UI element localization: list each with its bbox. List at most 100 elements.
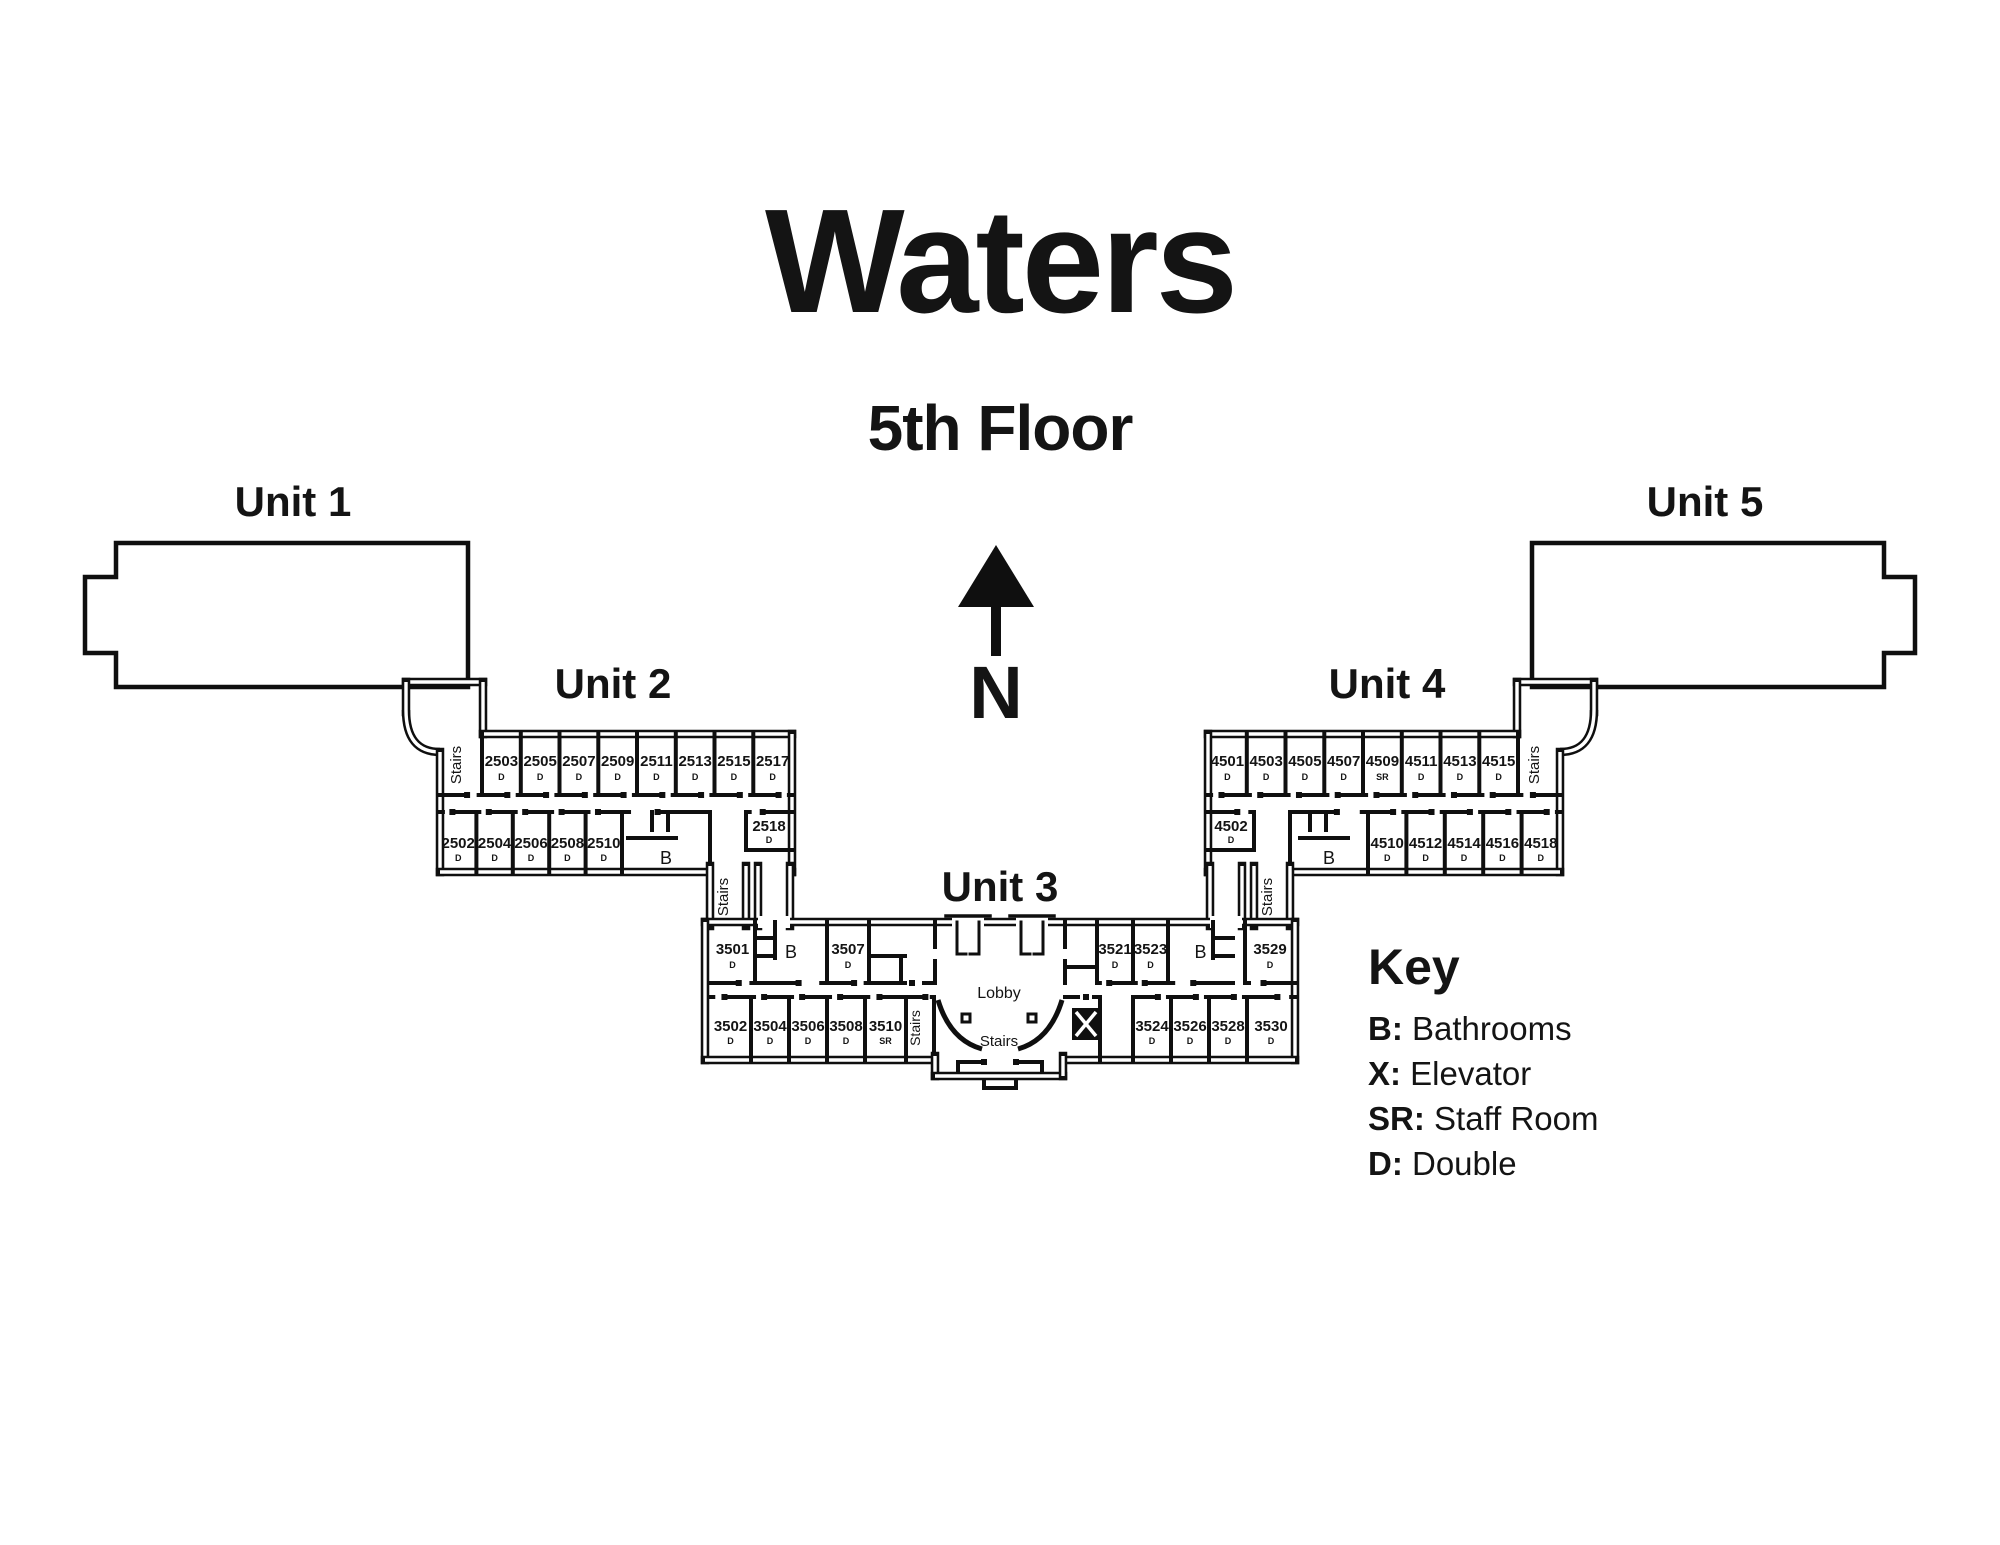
stairs-label: Stairs — [1526, 746, 1543, 784]
door-jamb — [1234, 809, 1241, 815]
bathroom-label: B — [660, 848, 672, 868]
room-tag-2518: D — [766, 835, 773, 845]
door-jamb — [1333, 809, 1340, 815]
door-jamb — [1489, 792, 1496, 798]
key-meaning: Elevator — [1410, 1055, 1532, 1092]
key-meaning: Bathrooms — [1412, 1010, 1572, 1047]
room-number-3526: 3526 — [1173, 1018, 1206, 1035]
room-tag-2507: D — [576, 772, 583, 782]
room-tag-4513: D — [1457, 772, 1464, 782]
door-jamb — [698, 792, 705, 798]
room-number-2518: 2518 — [752, 818, 785, 835]
room-number-2506: 2506 — [514, 835, 547, 852]
room-tag-3504: D — [767, 1036, 774, 1046]
room-tag-2506: D — [528, 853, 535, 863]
room-number-2511: 2511 — [640, 753, 673, 770]
outer-wall-core — [404, 709, 441, 754]
room-tag-2503: D — [498, 772, 505, 782]
room-number-4510: 4510 — [1371, 835, 1404, 852]
wall-opening — [1016, 916, 1048, 928]
room-number-4509: 4509 — [1366, 753, 1399, 770]
key-abbr: D: — [1368, 1145, 1403, 1182]
lobby-label: Lobby — [977, 985, 1021, 1002]
room-tag-3506: D — [805, 1036, 812, 1046]
key-entry-staff-room: SR: Staff Room — [1368, 1096, 1598, 1141]
door-jamb — [1260, 980, 1267, 986]
door-jamb — [558, 809, 565, 815]
key-entry-bathrooms: B: Bathrooms — [1368, 1006, 1598, 1051]
stairs-link-label: Stairs — [715, 878, 732, 916]
room-number-2513: 2513 — [678, 753, 711, 770]
room-number-4505: 4505 — [1288, 753, 1321, 770]
door-jamb — [851, 980, 858, 986]
room-number-4511: 4511 — [1405, 753, 1438, 770]
door-jamb — [1013, 1059, 1019, 1065]
room-tag-4510: D — [1384, 853, 1391, 863]
door-jamb — [1543, 809, 1550, 815]
key-legend: Key B: Bathrooms X: Elevator SR: Staff R… — [1368, 938, 1598, 1186]
door-jamb — [799, 994, 806, 1000]
room-number-3501: 3501 — [716, 941, 749, 958]
room-number-4501: 4501 — [1211, 753, 1244, 770]
room-tag-2515: D — [731, 772, 738, 782]
elevator-x-mark — [1074, 1010, 1098, 1038]
room-tag-2502: D — [455, 853, 462, 863]
room-number-3506: 3506 — [791, 1018, 824, 1035]
door-jamb — [736, 792, 743, 798]
outer-wall-core — [1559, 709, 1596, 754]
room-number-2502: 2502 — [442, 835, 475, 852]
room-tag-3529: D — [1267, 960, 1274, 970]
room-tag-2508: D — [564, 853, 571, 863]
room-tag-4516: D — [1499, 853, 1506, 863]
door-jamb — [1192, 994, 1199, 1000]
north-arrow-stem — [991, 600, 1001, 656]
door-jamb — [1274, 994, 1281, 1000]
door-jamb — [1412, 792, 1419, 798]
room-tag-4502: D — [1228, 835, 1235, 845]
room-number-4502: 4502 — [1214, 818, 1247, 835]
room-tag-3523: D — [1147, 960, 1154, 970]
room-tag-3508: D — [843, 1036, 850, 1046]
room-number-2515: 2515 — [717, 753, 750, 770]
door-jamb — [837, 994, 844, 1000]
door-jamb — [876, 994, 883, 1000]
key-abbr: X: — [1368, 1055, 1401, 1092]
room-number-2507: 2507 — [562, 753, 595, 770]
room-tag-2511: D — [653, 772, 660, 782]
room-tag-3528: D — [1225, 1036, 1232, 1046]
room-tag-4505: D — [1302, 772, 1309, 782]
unit2-label: Unit 2 — [555, 660, 672, 707]
room-number-3504: 3504 — [753, 1018, 787, 1035]
door-jamb — [543, 792, 550, 798]
door-jamb — [620, 792, 627, 798]
room-number-4512: 4512 — [1409, 835, 1442, 852]
room-number-2509: 2509 — [601, 753, 634, 770]
door-jamb — [1373, 792, 1380, 798]
wall-opening — [1210, 916, 1242, 928]
room-tag-4518: D — [1538, 853, 1545, 863]
door-jamb — [775, 792, 782, 798]
room-number-2510: 2510 — [587, 835, 620, 852]
stairs-shaft-label: Stairs — [907, 1010, 923, 1046]
door-jamb — [1083, 994, 1089, 1000]
room-number-3510: 3510 — [869, 1018, 902, 1035]
door-jamb — [1141, 980, 1148, 986]
room-number-3524: 3524 — [1135, 1018, 1169, 1035]
door-jamb — [981, 1059, 987, 1065]
room-number-3523: 3523 — [1134, 941, 1167, 958]
room-tag-4511: D — [1418, 772, 1425, 782]
room-number-2505: 2505 — [523, 753, 556, 770]
bathroom-label: B — [1323, 848, 1335, 868]
room-tag-4509: SR — [1376, 772, 1389, 782]
door-jamb — [654, 809, 661, 815]
room-tag-2509: D — [614, 772, 621, 782]
door-jamb — [464, 792, 471, 798]
room-number-3521: 3521 — [1098, 941, 1131, 958]
door-jamb — [1257, 792, 1264, 798]
door-jamb — [721, 994, 728, 1000]
lobby-stair-curve — [1017, 999, 1065, 1052]
bathroom-label: B — [1194, 942, 1206, 962]
door-jamb — [449, 809, 456, 815]
door-jamb — [1450, 792, 1457, 798]
room-tag-4515: D — [1495, 772, 1502, 782]
